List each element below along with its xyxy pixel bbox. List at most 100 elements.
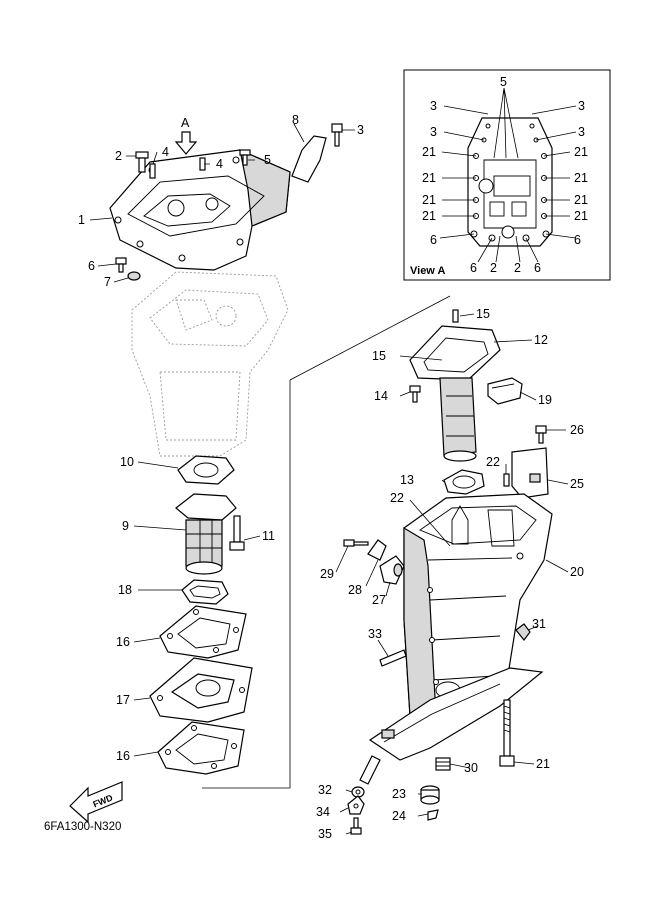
view-a-label-21: 21 — [422, 209, 436, 223]
grommet-31 — [515, 623, 531, 641]
part-label-20: 20 — [570, 565, 584, 579]
part-label-33: 33 — [368, 627, 382, 641]
part-label-15: 15 — [476, 307, 490, 321]
part-label-16: 16 — [116, 635, 130, 649]
part-label-6: 6 — [88, 259, 95, 273]
upper-case-assembly: 15 12 15 14 19 26 22 13 25 22 20 29 28 2… — [316, 307, 584, 841]
down-arrow-icon — [174, 131, 198, 155]
fwd-arrow-icon: FWD — [69, 781, 123, 824]
dowel-pin-22 — [503, 473, 510, 487]
bolt-11 — [229, 515, 245, 551]
washer-7 — [127, 271, 141, 281]
view-a-label-3: 3 — [578, 125, 585, 139]
part-label-26: 26 — [570, 423, 584, 437]
diagram-code: 6FA1300-N320 — [44, 821, 121, 833]
part-label-13: 13 — [400, 473, 414, 487]
seal-18 — [181, 579, 229, 605]
part-label-4: 4 — [216, 157, 223, 171]
exhaust-manifold-9 — [175, 493, 237, 575]
bolt-26 — [535, 425, 547, 444]
part-label-19: 19 — [538, 393, 552, 407]
bolt-5 — [239, 149, 251, 166]
gasket-10 — [177, 455, 235, 485]
view-a-label-6: 6 — [470, 261, 477, 275]
exhaust-guide-12 — [409, 325, 501, 462]
left-column-parts: 10 9 11 18 16 17 16 — [116, 455, 275, 775]
upper-case-20 — [368, 493, 553, 761]
pin-32a — [359, 755, 381, 785]
view-a-label-6: 6 — [574, 233, 581, 247]
part-label-4: 4 — [162, 145, 169, 159]
view-a-label-21: 21 — [574, 171, 588, 185]
circlip-24 — [427, 809, 439, 821]
upper-casing-assembly: A — [78, 113, 364, 457]
part-label-24: 24 — [392, 809, 406, 823]
view-a-label-21: 21 — [422, 145, 436, 159]
bolt-29 — [343, 539, 369, 547]
view-a-label-2: 2 — [490, 261, 497, 275]
view-a-label-3: 3 — [430, 125, 437, 139]
part-label-28: 28 — [348, 583, 362, 597]
part-label-16: 16 — [116, 749, 130, 763]
gasket-16 — [159, 605, 247, 659]
seal-13 — [443, 469, 485, 495]
bolt-35 — [350, 817, 362, 835]
part-label-34: 34 — [316, 805, 330, 819]
bolt-14 — [409, 385, 421, 403]
view-a-label-3: 3 — [430, 99, 437, 113]
part-label-2: 2 — [115, 149, 122, 163]
bolt-21 — [499, 699, 515, 767]
view-a-label-21: 21 — [422, 171, 436, 185]
water-tube-8 — [291, 135, 327, 183]
part-label-12: 12 — [534, 333, 548, 347]
part-label-29: 29 — [320, 567, 334, 581]
view-a-label-5: 5 — [500, 75, 507, 89]
view-a-label-6: 6 — [430, 233, 437, 247]
dowel-pin-4 — [149, 163, 156, 179]
part-label-32: 32 — [318, 783, 332, 797]
view-a-label-3: 3 — [578, 99, 585, 113]
view-a-label-21: 21 — [574, 193, 588, 207]
assembly-bracket-line — [202, 295, 451, 789]
part-label-25: 25 — [570, 477, 584, 491]
gasket-16 — [157, 721, 245, 775]
part-label-21: 21 — [536, 757, 550, 771]
rubber-mount-19 — [487, 377, 523, 405]
part-label-14: 14 — [374, 389, 388, 403]
part-label-30: 30 — [464, 761, 478, 775]
bolt-2 — [135, 151, 149, 173]
part-label-31: 31 — [532, 617, 546, 631]
view-a-label-21: 21 — [574, 145, 588, 159]
part-label-9: 9 — [122, 519, 129, 533]
pin-33 — [379, 649, 407, 667]
bracket-plate-25 — [511, 447, 549, 499]
part-label-7: 7 — [104, 275, 111, 289]
part-label-8: 8 — [292, 113, 299, 127]
part-label-11: 11 — [262, 529, 275, 543]
part-label-18: 18 — [118, 583, 132, 597]
view-a-caption: View A — [410, 265, 446, 277]
nut-23 — [420, 785, 440, 805]
part-label-35: 35 — [318, 827, 332, 841]
nut-30 — [435, 757, 451, 771]
part-label-22: 22 — [486, 455, 500, 469]
bracket-34 — [347, 795, 365, 815]
part-label-17: 17 — [116, 693, 130, 707]
view-a-label-2: 2 — [514, 261, 521, 275]
bolt-6 — [115, 257, 127, 273]
part-label-10: 10 — [120, 455, 134, 469]
part-label-23: 23 — [392, 787, 406, 801]
view-a-frame — [403, 69, 611, 281]
engine-block-phantom — [131, 271, 289, 457]
bolt-3 — [331, 123, 343, 147]
dowel-pin-15 — [452, 309, 459, 323]
water-pipe-joint-27 — [379, 555, 405, 585]
clip-28 — [367, 539, 387, 561]
part-label-1: 1 — [78, 213, 85, 227]
view-a-inset: 5 3 3 3 3 21 21 21 21 21 21 21 21 6 6 6 … — [403, 69, 611, 281]
part-label-15: 15 — [372, 349, 386, 363]
view-direction-label: A — [181, 116, 190, 130]
part-label-3: 3 — [357, 123, 364, 137]
view-a-label-6: 6 — [534, 261, 541, 275]
